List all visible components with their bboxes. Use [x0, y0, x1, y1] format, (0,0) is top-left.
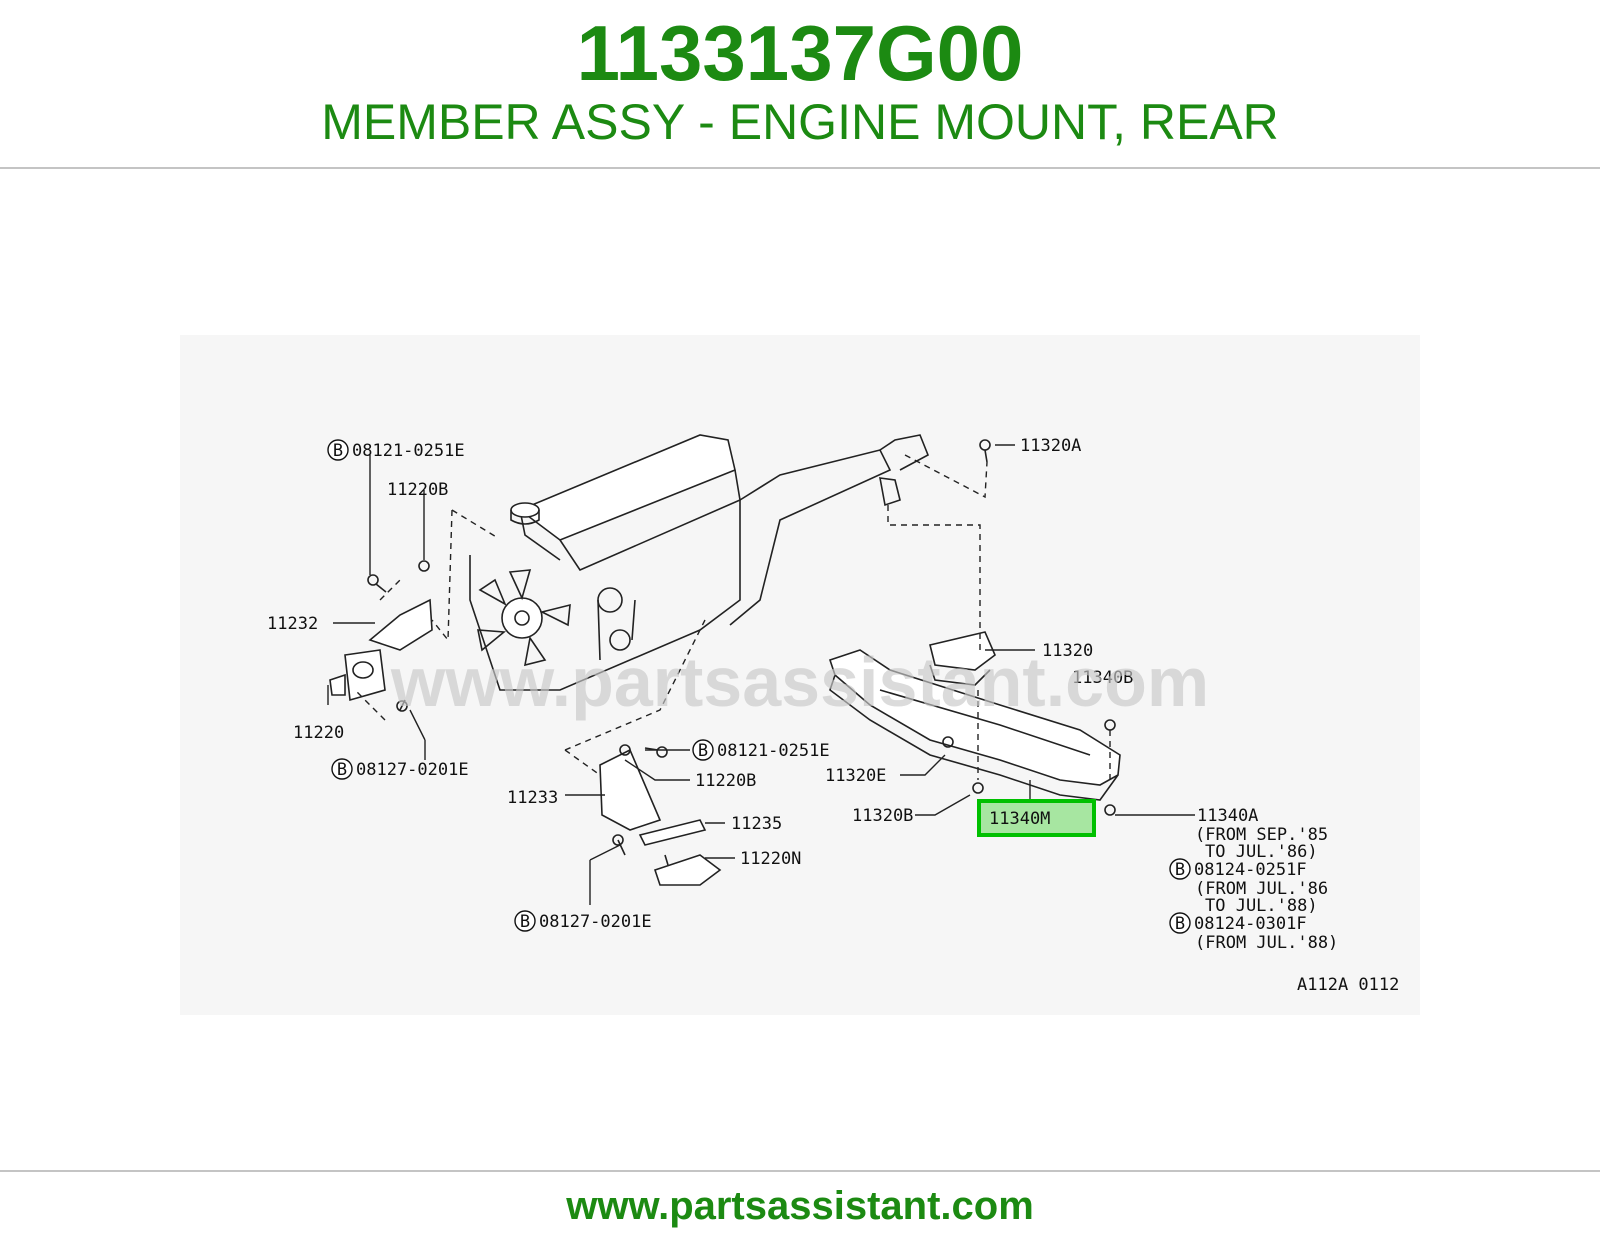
footer-site-link[interactable]: www.partsassistant.com	[566, 1184, 1034, 1228]
footer-divider	[0, 1170, 1600, 1172]
header-divider	[0, 167, 1600, 169]
label-08124-0251F[interactable]: 08124-0251F	[1194, 860, 1307, 880]
note-from-sep-85: (FROM SEP.'85	[1195, 825, 1328, 845]
diagram-panel	[180, 335, 1420, 1015]
front-mount-left-illustration	[329, 560, 433, 712]
note-to-jul-86: TO JUL.'86)	[1205, 842, 1318, 862]
engine-transmission-illustration	[469, 434, 930, 691]
svg-text:B: B	[1175, 914, 1185, 934]
label-11320A[interactable]: 11320A	[1020, 436, 1081, 456]
label-11320E[interactable]: 11320E	[825, 766, 886, 786]
rear-member-illustration	[828, 439, 1121, 816]
b-markers: B B B B B B	[327, 439, 1191, 934]
svg-text:B: B	[520, 912, 530, 932]
label-08121-0251E-top[interactable]: 08121-0251E	[352, 441, 465, 461]
b-marker-08121-mid: B	[692, 739, 714, 761]
lower-mount-dashed-connectors	[564, 619, 706, 776]
svg-text:B: B	[333, 441, 343, 461]
label-08124-0301F[interactable]: 08124-0301F	[1194, 914, 1307, 934]
label-08127-0201E-bottom[interactable]: 08127-0201E	[539, 912, 652, 932]
diagram-code: A112A 0112	[1297, 975, 1399, 995]
svg-text:B: B	[698, 741, 708, 761]
label-08121-0251E-mid[interactable]: 08121-0251E	[717, 741, 830, 761]
note-from-jul-86: (FROM JUL.'86	[1195, 879, 1328, 899]
label-11235[interactable]: 11235	[731, 814, 782, 834]
b-marker-08127-left: B	[331, 758, 353, 780]
watermark: www.partsassistant.com	[390, 643, 1209, 721]
part-name: MEMBER ASSY - ENGINE MOUNT, REAR	[321, 94, 1279, 150]
part-labels: 08121-0251E 11220B 11232 11220 08127-020…	[267, 436, 1399, 995]
rear-member-dashed-connectors	[887, 454, 1111, 780]
label-11220B-top[interactable]: 11220B	[387, 480, 448, 500]
front-mount-dashed-connectors	[354, 509, 499, 721]
label-11220N[interactable]: 11220N	[740, 849, 801, 869]
part-number: 1133137G00	[576, 9, 1024, 97]
label-11320[interactable]: 11320	[1042, 641, 1093, 661]
svg-text:B: B	[1175, 860, 1185, 880]
label-08127-0201E-left[interactable]: 08127-0201E	[356, 760, 469, 780]
b-marker-08124-0301F: B	[1169, 912, 1191, 934]
label-11220[interactable]: 11220	[293, 723, 344, 743]
b-marker-08127-bottom: B	[514, 910, 536, 932]
b-marker-08124-0251F: B	[1169, 858, 1191, 880]
label-11233[interactable]: 11233	[507, 788, 558, 808]
highlighted-part-box[interactable]	[977, 799, 1096, 837]
svg-text:B: B	[337, 760, 347, 780]
front-mount-lower-illustration	[599, 744, 722, 886]
leader-lines	[327, 444, 1195, 905]
note-from-jul-88: (FROM JUL.'88)	[1195, 933, 1338, 953]
label-11340B[interactable]: 11340B	[1072, 668, 1133, 688]
label-11220B-mid[interactable]: 11220B	[695, 771, 756, 791]
b-marker-08121-top: B	[327, 439, 349, 461]
label-11232[interactable]: 11232	[267, 614, 318, 634]
label-11340M-highlighted[interactable]: 11340M	[989, 809, 1050, 829]
label-11340A[interactable]: 11340A	[1197, 806, 1258, 826]
label-11320B[interactable]: 11320B	[852, 806, 913, 826]
note-to-jul-88: TO JUL.'88)	[1205, 896, 1318, 916]
